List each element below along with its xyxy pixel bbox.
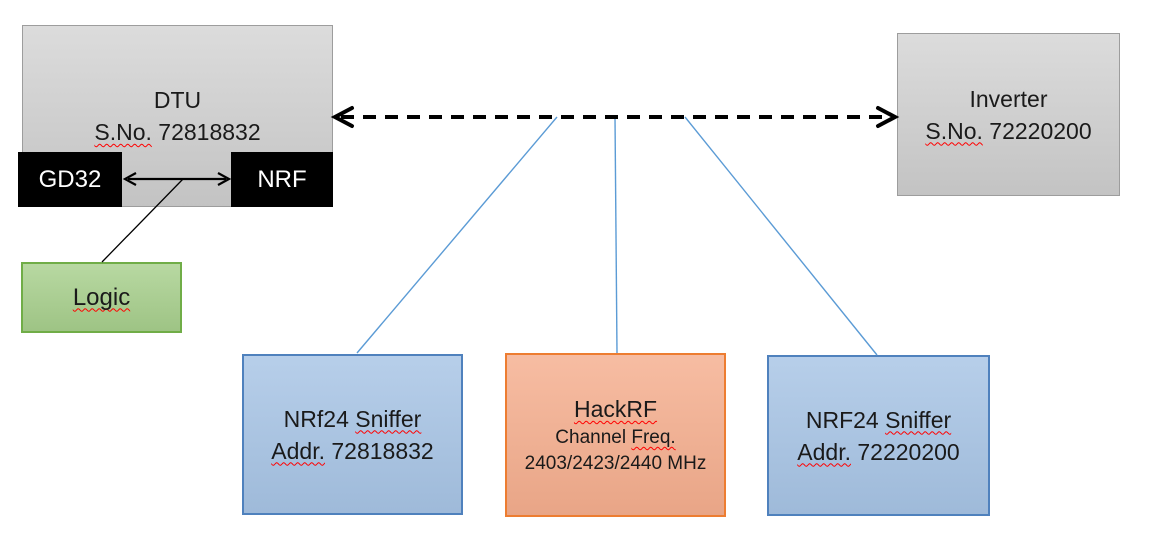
sniffer1-connector-line xyxy=(356,116,558,354)
sniffer2-model: NRF24 xyxy=(805,406,879,433)
sniffer2-box: NRF24 Sniffer Addr. 72220200 xyxy=(767,355,990,516)
dtu-title: DTU xyxy=(153,87,202,113)
dtu-box: DTU S.No. 72818832 xyxy=(22,25,333,207)
inverter-serial-label: S.No. xyxy=(925,117,983,144)
nrf-label: NRF xyxy=(257,165,307,193)
logic-label: Logic xyxy=(72,283,131,311)
gd32-label: GD32 xyxy=(38,165,102,193)
dtu-serial: S.No. 72818832 xyxy=(94,116,260,148)
arrowhead-right-icon xyxy=(876,106,900,128)
hackrf-connector-line xyxy=(614,116,618,354)
sniffer2-title: NRF24 Sniffer xyxy=(806,404,951,436)
logic-box: Logic xyxy=(21,262,182,333)
sniffer1-title: NRf24 Sniffer xyxy=(284,403,422,435)
sniffer2-connector-line xyxy=(684,116,878,356)
sniffer1-address: 72818832 xyxy=(331,437,434,464)
hackrf-frequencies: 2403/2423/2440 MHz xyxy=(524,453,707,474)
inverter-serial-number: 72220200 xyxy=(989,117,1092,144)
hackrf-box: HackRF Channel Freq. 2403/2423/2440 MHz xyxy=(505,353,726,517)
inverter-title: Inverter xyxy=(969,85,1048,112)
sniffer1-device: Sniffer xyxy=(355,405,422,432)
hackrf-channel-freq: Channel Freq. xyxy=(555,425,675,451)
dtu-serial-number: 72818832 xyxy=(158,119,261,145)
sniffer1-addr-label: Addr. xyxy=(271,437,325,464)
gd32-chip: GD32 xyxy=(18,152,122,207)
dtu-inverter-arrow xyxy=(330,106,900,128)
hackrf-title: HackRF xyxy=(573,396,658,422)
dtu-serial-label: S.No. xyxy=(94,119,152,145)
sniffer1-address-line: Addr. 72818832 xyxy=(271,435,433,467)
arrowhead-left-icon xyxy=(330,106,354,128)
inverter-serial: S.No. 72220200 xyxy=(925,115,1091,147)
inverter-box: Inverter S.No. 72220200 xyxy=(897,33,1120,196)
hackrf-channel-label: Channel xyxy=(555,427,627,448)
sniffer2-addr-label: Addr. xyxy=(797,438,851,465)
sniffer2-device: Sniffer xyxy=(885,406,952,433)
sniffer1-box: NRf24 Sniffer Addr. 72818832 xyxy=(242,354,463,515)
nrf-chip: NRF xyxy=(231,152,333,207)
sniffer1-model: NRf24 xyxy=(283,405,349,432)
sniffer2-address-line: Addr. 72220200 xyxy=(797,436,959,468)
hackrf-freq-label: Freq. xyxy=(631,427,676,448)
sniffer2-address: 72220200 xyxy=(857,438,960,465)
